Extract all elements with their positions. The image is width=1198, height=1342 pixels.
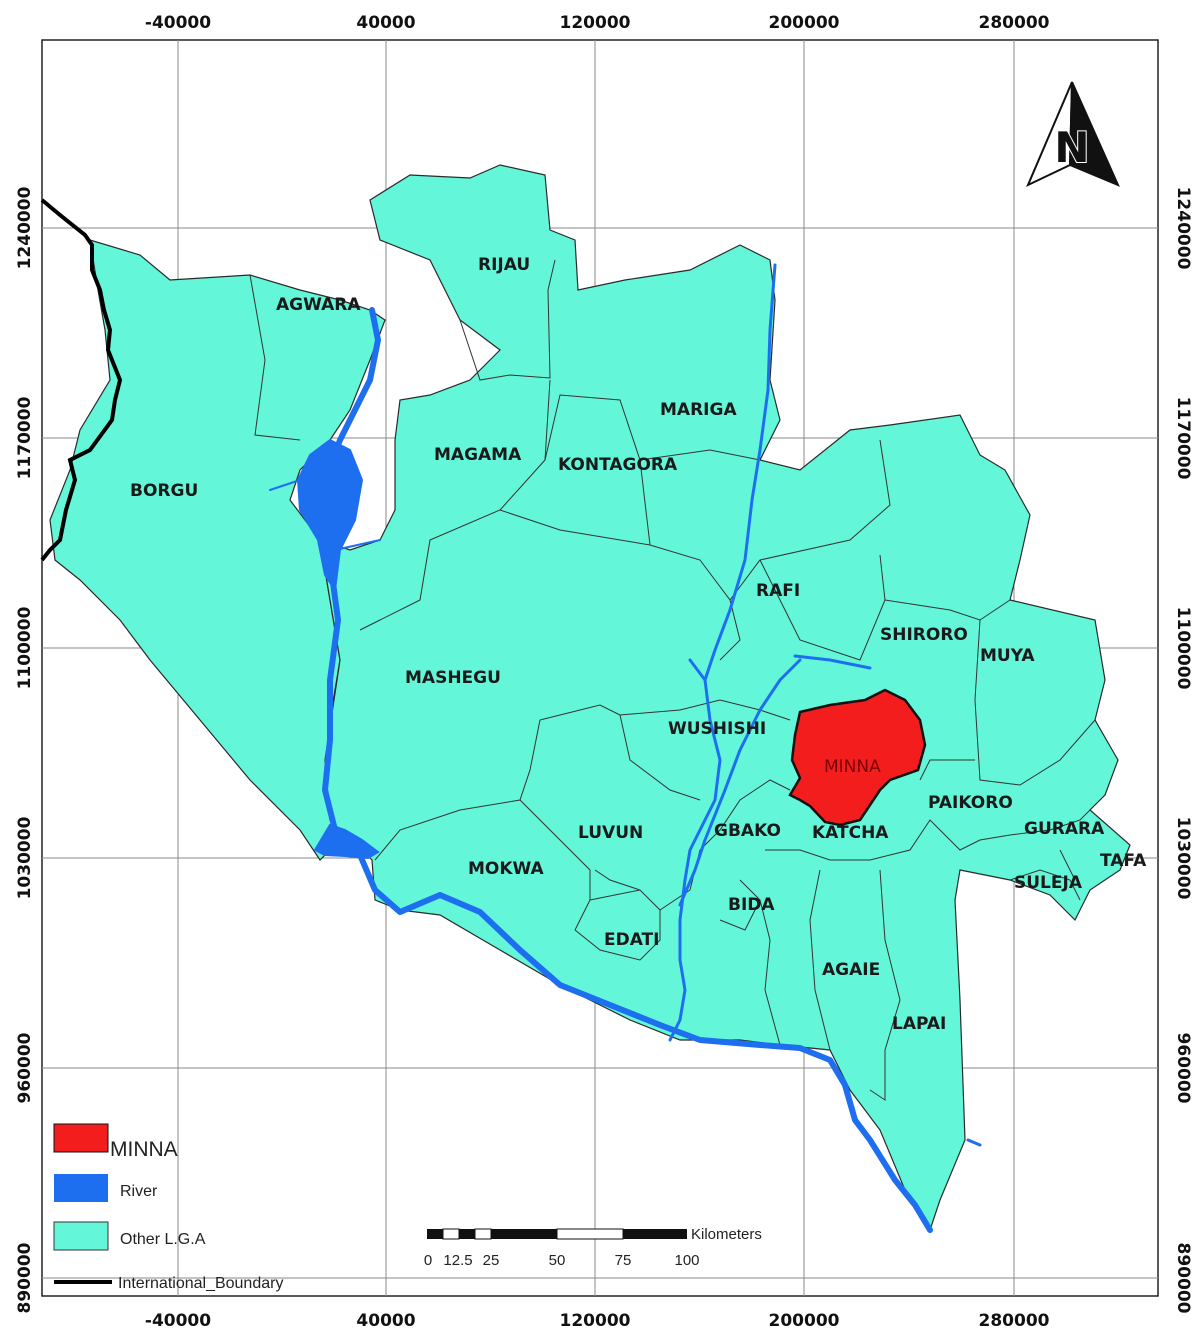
x-tick-bottom-2: 120000 xyxy=(560,1311,631,1331)
x-tick-bottom-0: -40000 xyxy=(145,1311,211,1331)
y-tick-right-5: 890000 xyxy=(1173,1243,1193,1314)
y-tick-left-5: 890000 xyxy=(15,1242,35,1313)
legend-label-other: Other L.G.A xyxy=(120,1231,206,1248)
label-rijau: RIJAU xyxy=(478,255,530,275)
legend-swatch-minna xyxy=(53,1123,109,1153)
label-rafi: RAFI xyxy=(756,581,800,601)
y-ticks-right: 1240000 1170000 1100000 1030000 960000 8… xyxy=(1173,187,1193,1314)
scale-label-5: 100 xyxy=(674,1252,699,1269)
x-tick-bottom-3: 200000 xyxy=(769,1311,840,1331)
river-kaduna xyxy=(668,263,777,1042)
x-tick-top-0: -40000 xyxy=(145,13,211,33)
lga-boundaries xyxy=(249,259,1096,1101)
legend-label-boundary: International_Boundary xyxy=(118,1275,283,1292)
label-mokwa: MOKWA xyxy=(468,859,545,879)
label-paikoro: PAIKORO xyxy=(928,793,1013,813)
x-tick-top-2: 120000 xyxy=(560,13,631,33)
scale-label-4: 75 xyxy=(615,1252,632,1269)
scale-bar: Kilometers 0 12.5 25 50 75 100 xyxy=(424,1226,762,1269)
y-tick-left-0: 1240000 xyxy=(15,186,35,269)
x-tick-bottom-1: 40000 xyxy=(356,1311,415,1331)
lga-labels: RIJAU AGWARA MARIGA MAGAMA KONTAGORA BOR… xyxy=(130,255,1147,1034)
legend-label-minna: MINNA xyxy=(110,1138,178,1161)
label-kontagora: KONTAGORA xyxy=(558,455,678,475)
international-boundary xyxy=(40,198,123,562)
y-ticks-left: 1240000 1170000 1100000 1030000 960000 8… xyxy=(15,186,35,1313)
label-agaie: AGAIE xyxy=(822,960,880,980)
y-tick-left-3: 1030000 xyxy=(15,816,35,899)
jebba-lake[interactable] xyxy=(313,823,380,860)
y-tick-left-2: 1100000 xyxy=(15,606,35,689)
label-tafa: TAFA xyxy=(1100,851,1147,871)
label-agwara: AGWARA xyxy=(276,295,361,315)
label-shiroro: SHIRORO xyxy=(880,625,968,645)
x-tick-bottom-4: 280000 xyxy=(979,1311,1050,1331)
label-bida: BIDA xyxy=(728,895,775,915)
legend: MINNA River Other L.G.A International_Bo… xyxy=(53,1123,283,1292)
kainji-lake[interactable] xyxy=(296,438,364,593)
scale-label-0: 0 xyxy=(424,1252,432,1269)
label-gurara: GURARA xyxy=(1024,819,1105,839)
scale-label-3: 50 xyxy=(549,1252,566,1269)
scale-label-2: 25 xyxy=(483,1252,500,1269)
legend-label-river: River xyxy=(120,1183,158,1200)
x-ticks-bottom: -40000 40000 120000 200000 280000 xyxy=(145,1311,1050,1331)
legend-swatch-other xyxy=(53,1221,109,1251)
x-ticks-top: -40000 40000 120000 200000 280000 xyxy=(145,13,1050,33)
x-tick-top-4: 280000 xyxy=(979,13,1050,33)
label-mariga: MARIGA xyxy=(660,400,737,420)
label-lapai: LAPAI xyxy=(892,1014,946,1034)
niger-state xyxy=(49,164,1131,1232)
x-tick-top-3: 200000 xyxy=(769,13,840,33)
label-mashegu: MASHEGU xyxy=(405,668,501,688)
scale-label-1: 12.5 xyxy=(443,1252,472,1269)
rivers xyxy=(269,263,982,1233)
label-muya: MUYA xyxy=(980,646,1035,666)
x-tick-top-1: 40000 xyxy=(356,13,415,33)
label-borgu: BORGU xyxy=(130,481,198,501)
legend-swatch-river xyxy=(54,1174,108,1202)
y-tick-right-1: 1170000 xyxy=(1173,397,1193,480)
label-minna: MINNA xyxy=(824,757,881,777)
label-katcha: KATCHA xyxy=(812,823,889,843)
y-tick-left-1: 1170000 xyxy=(15,396,35,479)
north-arrow-icon: N xyxy=(1026,81,1120,188)
minna-lga xyxy=(788,688,927,827)
north-label: N xyxy=(1054,123,1089,172)
scale-unit: Kilometers xyxy=(691,1226,762,1243)
label-luvun: LUVUN xyxy=(578,823,643,843)
label-magama: MAGAMA xyxy=(434,445,522,465)
y-tick-right-3: 1030000 xyxy=(1173,817,1193,900)
y-tick-right-4: 960000 xyxy=(1173,1033,1193,1104)
y-tick-right-2: 1100000 xyxy=(1173,607,1193,690)
y-tick-left-4: 960000 xyxy=(15,1032,35,1103)
label-wushishi: WUSHISHI xyxy=(668,719,766,739)
label-suleja: SULEJA xyxy=(1014,873,1083,893)
y-tick-right-0: 1240000 xyxy=(1173,187,1193,270)
label-gbako: GBAKO xyxy=(714,821,781,841)
label-edati: EDATI xyxy=(604,930,659,950)
